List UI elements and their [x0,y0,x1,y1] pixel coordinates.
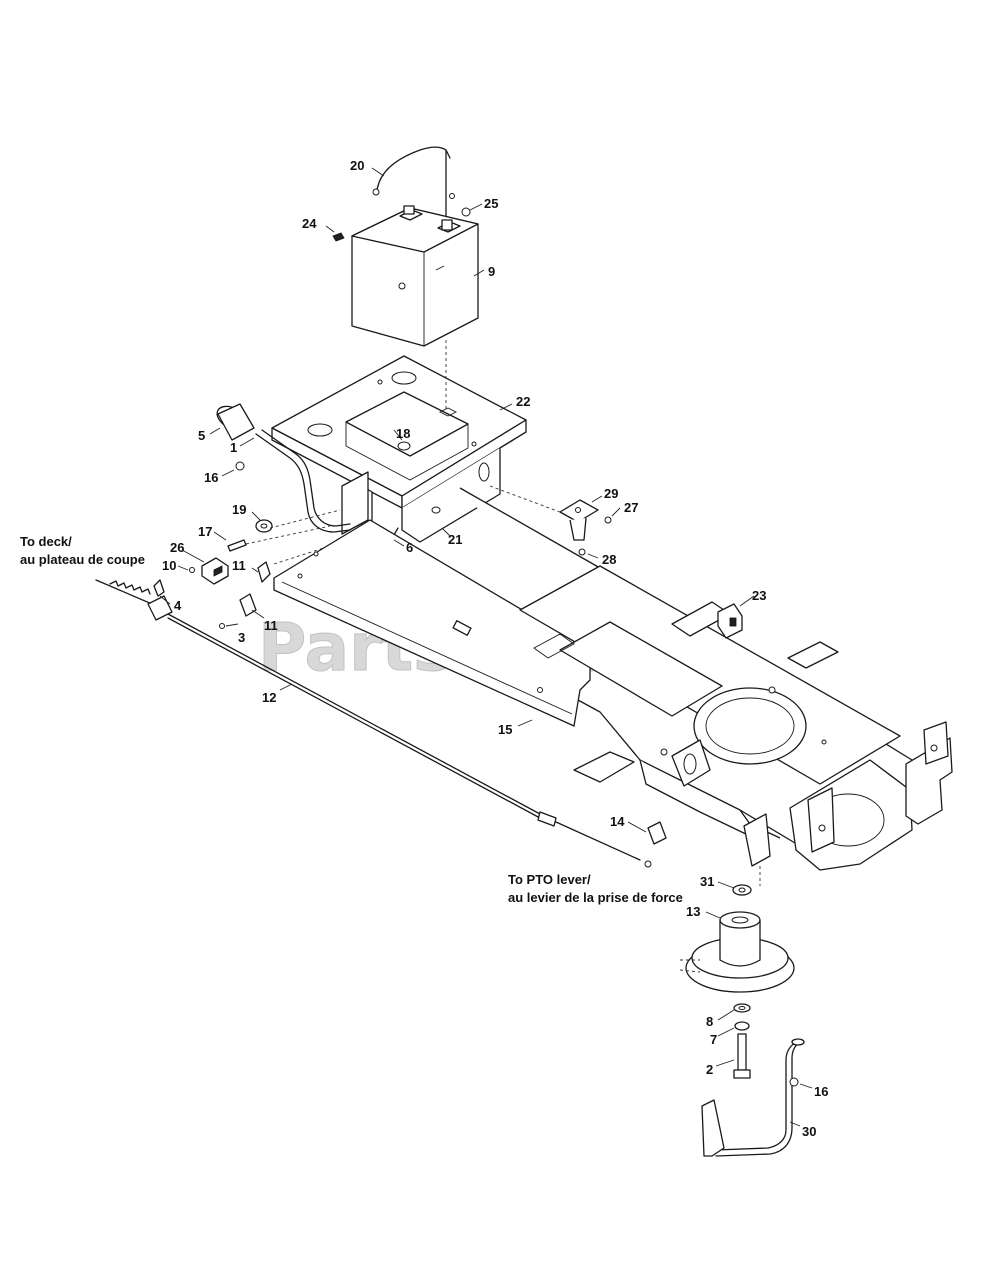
callout-31: 31 [700,874,714,889]
callout-5: 5 [198,428,205,443]
handle-knob [216,403,255,441]
battery [351,205,479,347]
callout-7: 7 [710,1032,717,1047]
callout-25: 25 [484,196,498,211]
note-to-pto-line2: au levier de la prise de force [508,890,683,905]
bracket-11b [239,593,257,617]
callout-6: 6 [406,540,413,555]
callout-24: 24 [302,216,317,231]
callout-8: 8 [706,1014,713,1029]
callout-18: 18 [396,426,410,441]
switch-23 [717,603,743,639]
clip-4 [153,579,165,597]
bracket-14 [647,821,667,845]
washer-31 [732,884,752,896]
nut-7 [734,1021,750,1031]
nut-16-top [235,461,245,471]
callout-17: 17 [198,524,212,539]
notes: To deck/ au plateau de coupe To PTO leve… [20,534,683,905]
callout-27: 27 [624,500,638,515]
callout-21: 21 [448,532,462,547]
switch-26 [201,557,229,585]
bolt-17 [227,539,247,552]
callout-10: 10 [162,558,176,573]
linkage-rod [701,1038,805,1157]
leader-lines [159,167,813,1127]
callout-15: 15 [498,722,512,737]
callout-26: 26 [170,540,184,555]
note-to-deck-line1: To deck/ [20,534,72,549]
callout-22: 22 [516,394,530,409]
callout-28: 28 [602,552,616,567]
callout-30: 30 [802,1124,816,1139]
bracket-29 [559,499,599,541]
note-to-deck-line2: au plateau de coupe [20,552,145,567]
callout-11-top: 11 [232,558,246,573]
bolt-2 [733,1033,751,1079]
nut-27 [604,516,612,524]
nut-28 [578,548,586,556]
battery-tray [271,355,527,509]
callout-13: 13 [686,904,700,919]
callout-2: 2 [706,1062,713,1077]
bushing-19 [255,519,273,533]
main-frame [273,487,953,886]
battery-bolt-24 [332,232,345,242]
screw-3 [219,623,225,629]
lift-handle [255,429,351,533]
callout-20: 20 [350,158,364,173]
washer-8 [733,1003,751,1013]
pulley-13 [679,911,795,993]
nut-16-bottom [789,1077,799,1087]
callouts: 20 25 24 9 22 5 1 18 16 29 27 19 17 6 21… [162,158,828,1139]
battery-nut-25 [449,193,471,217]
callout-3: 3 [238,630,245,645]
callout-19: 19 [232,502,246,517]
callout-1: 1 [230,440,237,455]
callout-29: 29 [604,486,618,501]
callout-4: 4 [174,598,182,613]
callout-16-bottom: 16 [814,1084,828,1099]
pto-cable [95,579,652,868]
bracket-11a [257,561,271,583]
callout-16-top: 16 [204,470,218,485]
callout-14: 14 [610,814,625,829]
callout-9: 9 [488,264,495,279]
callout-11-bottom: 11 [264,618,278,633]
screw-10 [189,567,195,573]
note-to-pto-line1: To PTO lever/ [508,872,591,887]
callout-23: 23 [752,588,766,603]
callout-12: 12 [262,690,276,705]
